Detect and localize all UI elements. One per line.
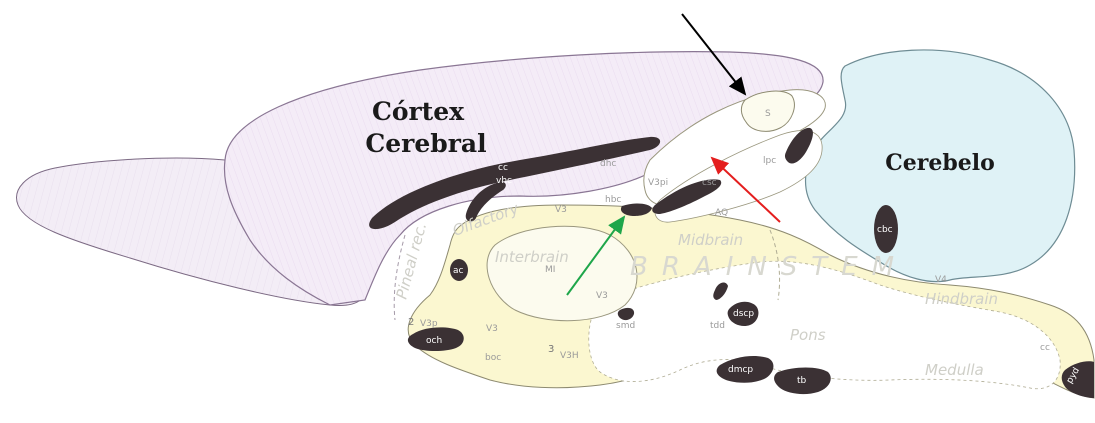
aq-label: AQ: [715, 208, 728, 218]
s-label: S: [765, 109, 771, 119]
v3h-label: V3H: [560, 351, 579, 361]
smd-label: smd: [616, 321, 635, 331]
cc-label: cc: [498, 163, 508, 173]
hbc-label: hbc: [605, 195, 621, 205]
number-2-label: 2: [408, 317, 414, 328]
mi-label: MI: [545, 265, 555, 275]
v3-label-top: V3: [555, 205, 567, 215]
pons-label: Pons: [790, 326, 826, 344]
v3pi-label: V3pi: [648, 178, 668, 188]
dhc-label: dhc: [600, 159, 616, 169]
midbrain-label: Midbrain: [678, 231, 743, 249]
lpc-label: lpc: [763, 156, 776, 166]
cerebellum-label: Cerebelo: [885, 150, 995, 176]
v3-label-low: V3: [486, 324, 498, 334]
boc-label: boc: [485, 353, 501, 363]
cbc-label: cbc: [877, 225, 893, 235]
number-3-label: 3: [548, 344, 554, 355]
interbrain-region: [487, 226, 637, 320]
cc2-label: cc: [1040, 343, 1050, 353]
tb-label: tb: [797, 376, 807, 386]
v3p-label: V3p: [420, 319, 438, 329]
cortex-label-line1: Córtex: [372, 97, 465, 126]
ac-label: ac: [453, 266, 464, 276]
dmcp-label: dmcp: [728, 365, 753, 375]
vhc-label: vhc: [496, 176, 512, 186]
dscp-label: dscp: [733, 309, 754, 319]
brainstem-letters: BRAINSTEM: [630, 252, 908, 282]
csc-label: csc: [702, 178, 717, 188]
v3-label-mid: V3: [596, 291, 608, 301]
medulla-label: Medulla: [925, 361, 984, 379]
tdd-label: tdd: [710, 321, 725, 331]
v4-label: V4: [935, 275, 947, 285]
hindbrain-label: Hindbrain: [925, 290, 998, 308]
cortex-label-line2: Cerebral: [365, 129, 486, 158]
och-label: och: [426, 336, 442, 346]
interbrain-label: Interbrain: [495, 248, 569, 266]
